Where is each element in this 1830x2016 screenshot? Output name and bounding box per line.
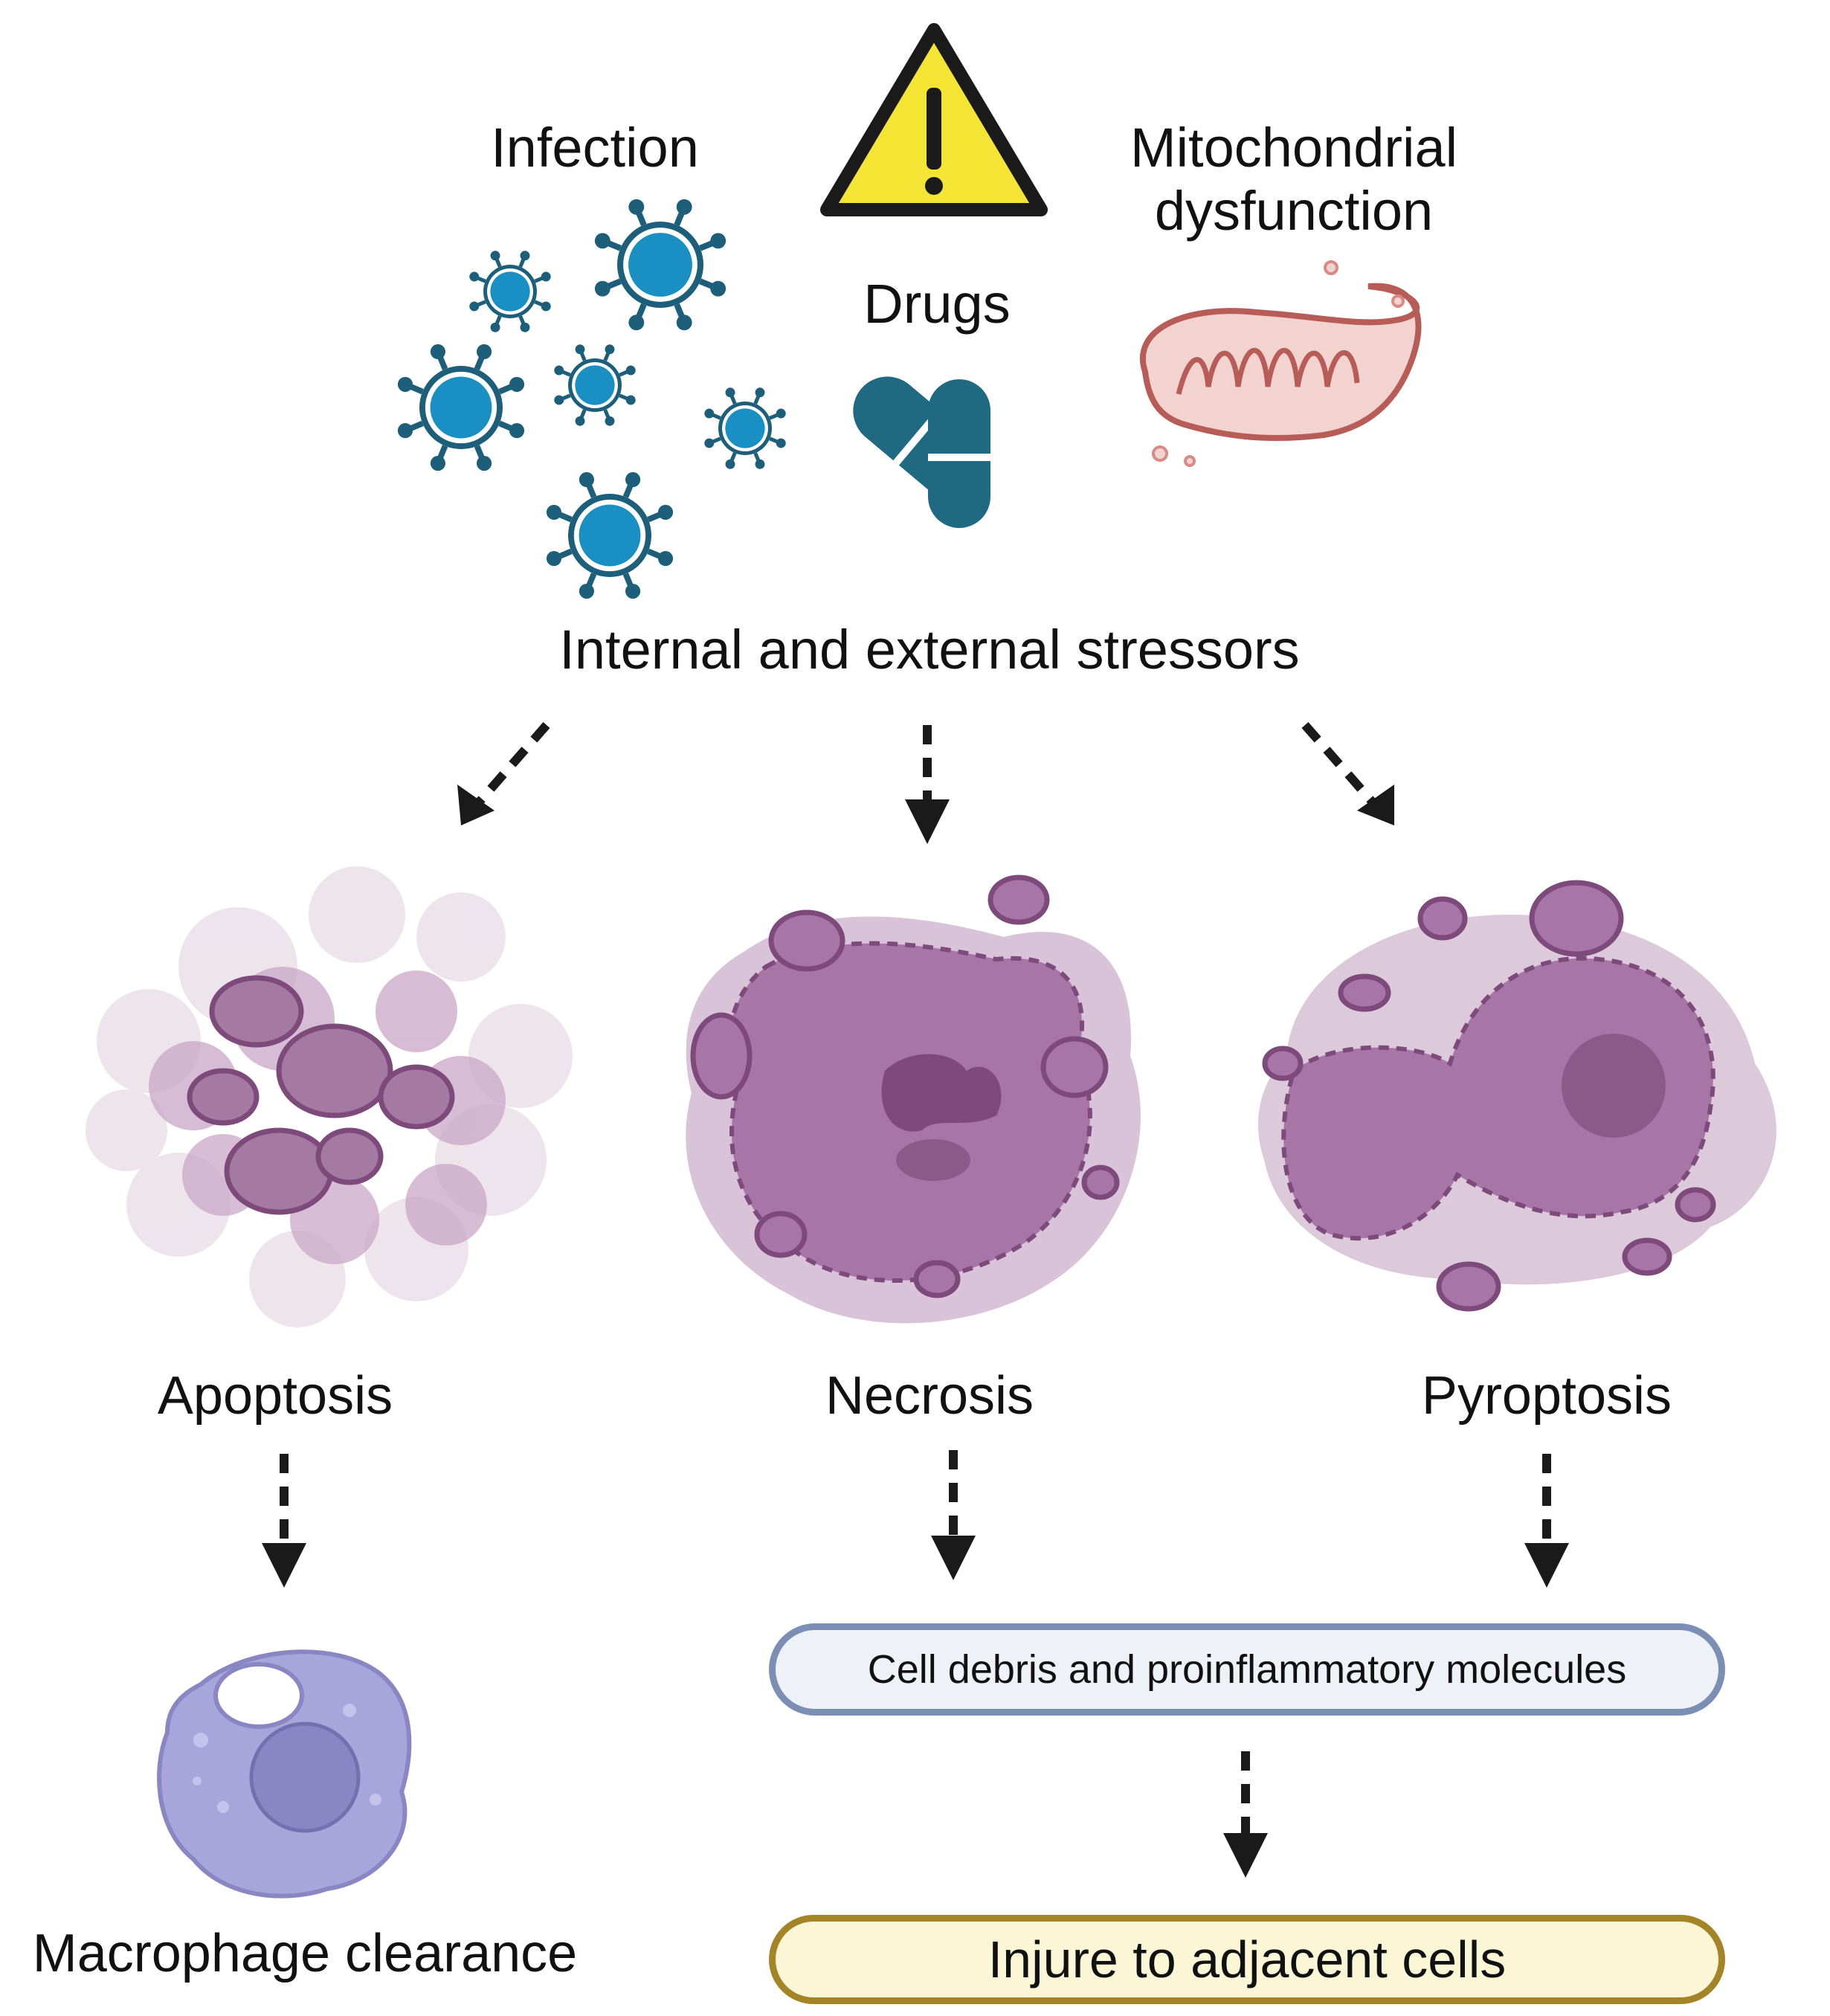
arrowhead-apoptosis xyxy=(457,785,494,825)
arrow-to-apoptosis xyxy=(465,722,550,817)
debris-label: Cell debris and proinflammatory molecule… xyxy=(867,1647,1627,1692)
drug-capsule-icon xyxy=(853,376,990,528)
virus-icon xyxy=(397,344,525,471)
mitochondrial-label-line1: Mitochondrial xyxy=(1130,117,1458,178)
pyroptotic-cell-icon xyxy=(1257,880,1776,1312)
arrowhead-pyroptosis xyxy=(1357,785,1394,825)
virus-icon xyxy=(554,344,636,426)
virus-icon xyxy=(704,387,786,469)
arrowhead-pyroptosis-down xyxy=(1524,1543,1569,1588)
injure-box: Injure to adjacent cells xyxy=(769,1915,1725,2004)
virus-icon xyxy=(469,251,551,332)
infection-label: Infection xyxy=(491,117,699,178)
warning-icon xyxy=(820,23,1048,216)
apoptotic-cell-icon xyxy=(86,866,573,1327)
apoptosis-label: Apoptosis xyxy=(157,1366,393,1426)
stressors-summary-label: Internal and external stressors xyxy=(559,619,1300,680)
injure-label: Injure to adjacent cells xyxy=(988,1930,1507,1988)
arrowhead-debris-down xyxy=(1223,1833,1268,1878)
mitochondrial-label-line2: dysfunction xyxy=(1154,180,1434,242)
virus-icon xyxy=(546,471,674,599)
virus-group xyxy=(397,199,786,599)
macrophage-clearance-label: Macrophage clearance xyxy=(32,1924,578,1983)
drugs-label: Drugs xyxy=(863,273,1011,335)
macrophage-icon xyxy=(157,1649,412,1899)
arrowhead-necrosis xyxy=(905,799,950,844)
necrosis-label: Necrosis xyxy=(825,1366,1034,1426)
pyroptosis-label: Pyroptosis xyxy=(1421,1366,1672,1426)
debris-box: Cell debris and proinflammatory molecule… xyxy=(769,1623,1725,1716)
arrow-to-pyroptosis xyxy=(1301,722,1387,817)
necrotic-cell-icon xyxy=(686,875,1141,1324)
mitochondrion-icon xyxy=(1140,260,1422,467)
arrowhead-apoptosis-down xyxy=(262,1543,306,1588)
virus-icon xyxy=(594,199,726,331)
arrowhead-necrosis-down xyxy=(931,1536,976,1580)
